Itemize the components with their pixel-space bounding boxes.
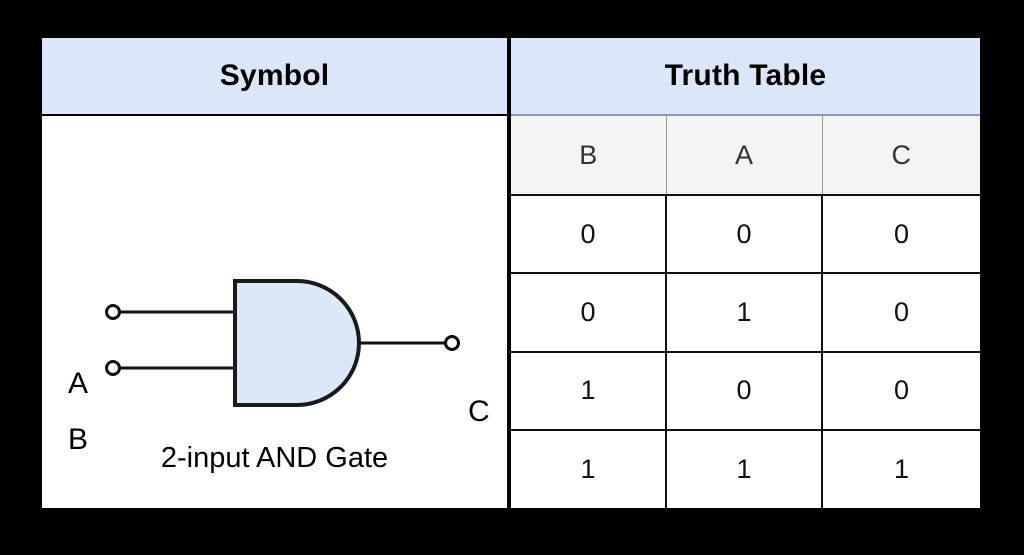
table-row: 1 0 0 (511, 350, 980, 431)
table-row: 0 1 0 (511, 272, 980, 353)
cell-c: 0 (821, 193, 980, 275)
input-terminal-b-icon (105, 360, 121, 376)
column-header-b: B (511, 114, 667, 196)
cell-c: 1 (821, 428, 980, 508)
cell-a: 0 (665, 350, 823, 431)
cell-a: 1 (665, 272, 823, 353)
truth-table-panel: B A C 0 0 0 0 1 (511, 114, 980, 508)
figure-header-row: Symbol Truth Table (42, 38, 980, 114)
and-gate-body (233, 279, 361, 407)
truth-table-header-row: B A C (511, 114, 980, 196)
output-label-c: C (468, 395, 490, 428)
gate-caption: 2-input AND Gate (160, 442, 389, 474)
logic-gate-figure: Symbol Truth Table (42, 38, 980, 508)
output-terminal-c-icon (444, 335, 460, 351)
truth-table: B A C 0 0 0 0 1 (511, 114, 980, 508)
cell-b: 1 (511, 428, 667, 508)
symbol-header-cell: Symbol (42, 38, 511, 114)
symbol-panel: A B C 2-input AND Gate (42, 114, 511, 508)
input-label-a: A (68, 367, 89, 400)
table-row: 0 0 0 (511, 193, 980, 275)
table-row: 1 1 1 (511, 428, 980, 508)
input-terminal-a-icon (105, 304, 121, 320)
cell-b: 1 (511, 350, 667, 431)
symbol-header-title: Symbol (219, 59, 330, 92)
column-header-a: A (665, 114, 823, 196)
and-gate-drawing (105, 279, 460, 407)
truth-table-header-title: Truth Table (664, 59, 827, 92)
cell-c: 0 (821, 272, 980, 353)
truth-table-header-cell: Truth Table (511, 38, 980, 114)
cell-b: 0 (511, 272, 667, 353)
cell-c: 0 (821, 350, 980, 431)
cell-a: 1 (665, 428, 823, 508)
input-label-b: B (68, 423, 89, 456)
cell-b: 0 (511, 193, 667, 275)
column-header-c: C (821, 114, 980, 196)
cell-a: 0 (665, 193, 823, 275)
figure-body-row: A B C 2-input AND Gate B A C (42, 114, 980, 508)
